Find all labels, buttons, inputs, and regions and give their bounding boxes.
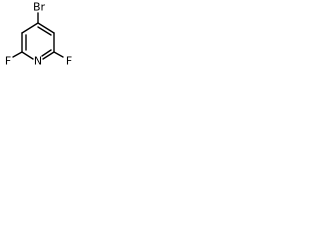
atom-label-bromine: Br <box>33 1 46 14</box>
chemical-structure: Br F F N <box>5 1 72 68</box>
atom-label-nitrogen: N <box>34 55 42 68</box>
ring-bond-c4-c5 <box>37 22 55 34</box>
atom-label-fluorine-right: F <box>66 55 72 68</box>
ring-bond-c4-c3 <box>21 22 39 34</box>
ring-bond-c2-n <box>21 51 34 60</box>
ring-bond-c6-n-inner <box>41 49 52 57</box>
atom-label-fluorine-left: F <box>5 55 11 68</box>
substituent-bond-f-left <box>12 51 23 58</box>
substituent-bond-f-right <box>53 51 64 58</box>
ring-bond-c4-c5-inner <box>37 26 52 36</box>
ring-bond-c6-n <box>42 51 55 60</box>
